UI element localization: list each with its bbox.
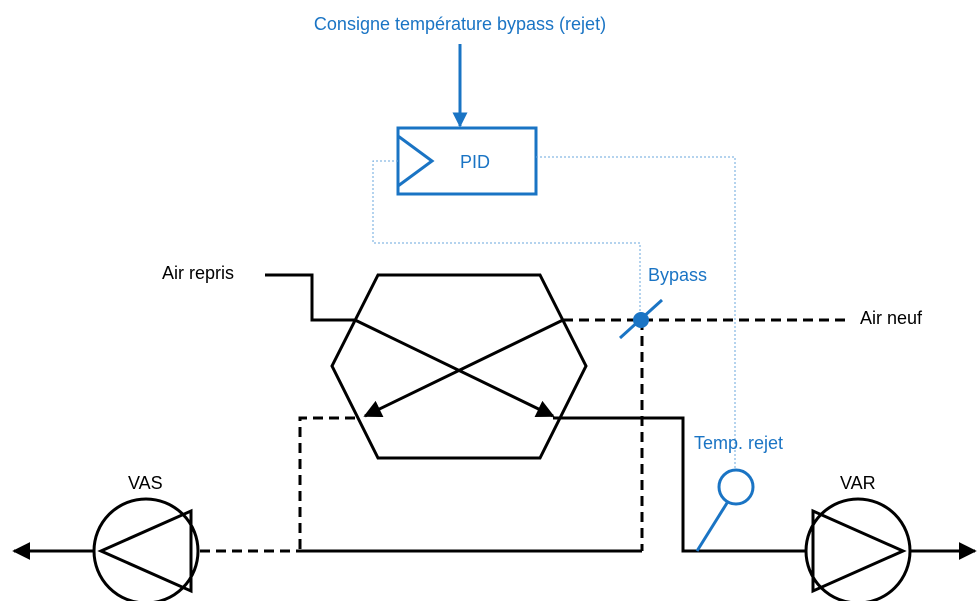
heat-exchanger (330, 273, 588, 460)
sensor-signal-line (536, 156, 736, 478)
damper-signal-line (372, 160, 641, 320)
pid-controller: PID (396, 126, 538, 196)
air-neuf-label: Air neuf (860, 308, 923, 328)
air-repris-duct (265, 273, 355, 322)
damper-icon (633, 312, 649, 328)
vas-fan: VAS (92, 473, 200, 601)
supply-duct-loop (298, 416, 642, 553)
air-repris-label: Air repris (162, 263, 234, 283)
pid-input-triangle (397, 134, 435, 188)
var-fan: VAR (804, 473, 912, 601)
pid-label: PID (460, 152, 490, 172)
temperature-sensor: Temp. rejet (694, 433, 783, 552)
fan-triangle (811, 508, 907, 594)
setpoint-label: Consigne température bypass (rejet) (314, 14, 606, 34)
exchanger-flow-line (354, 318, 555, 418)
exchanger-flow-line (363, 318, 564, 418)
bypass-damper: Bypass (618, 265, 707, 340)
rejet-duct (553, 416, 805, 553)
vas-label: VAS (128, 473, 163, 493)
fan-triangle (97, 508, 193, 594)
hexagon-crossflow-exchanger-icon (330, 273, 588, 460)
temp-rejet-label: Temp. rejet (694, 433, 783, 453)
bypass-label: Bypass (648, 265, 707, 285)
temperature-sensor-icon (717, 468, 755, 506)
var-label: VAR (840, 473, 876, 493)
sensor-stem (695, 502, 729, 552)
control-signal-lines (372, 156, 736, 478)
pid-box (396, 126, 538, 196)
